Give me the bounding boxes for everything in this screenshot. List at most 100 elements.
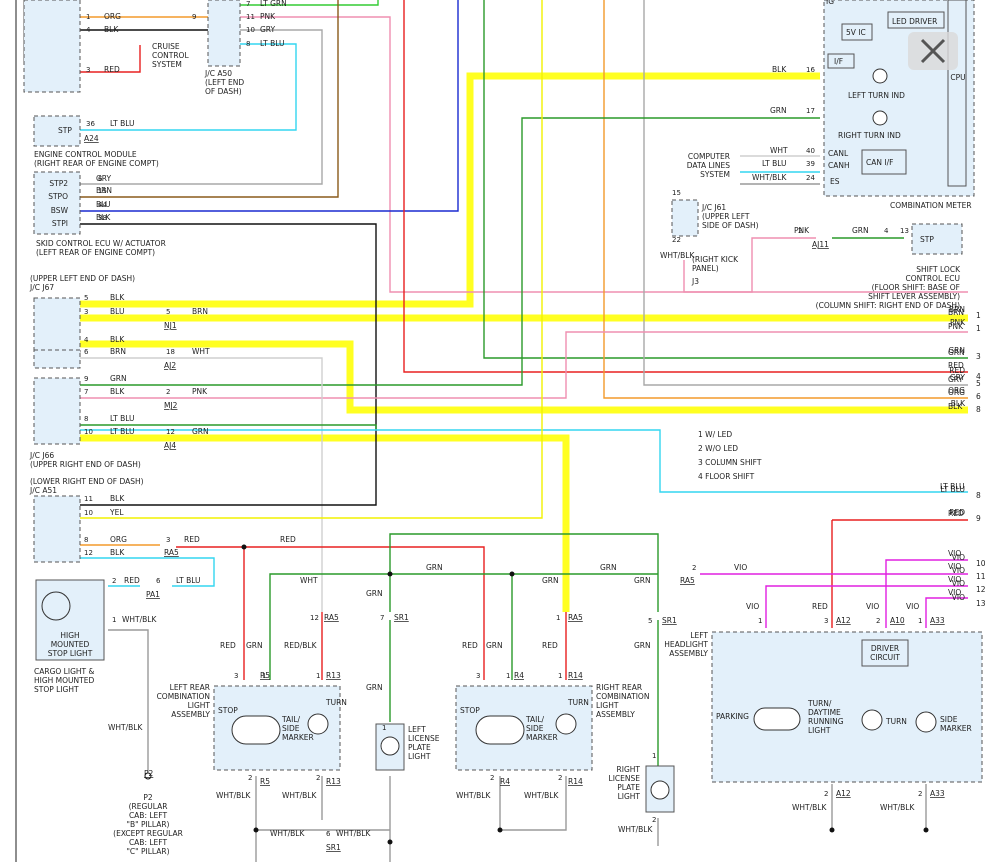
lhl-label-line: HEADLIGHT <box>664 640 708 649</box>
tdrl-label-line: DAYTIME <box>808 708 841 717</box>
llpl-label-line: LEFT <box>408 725 426 734</box>
junction-dot <box>387 571 393 577</box>
pin-number: 7 <box>246 0 250 8</box>
pin-number: 2 <box>824 790 828 798</box>
rkp-label-line: (RIGHT KICK <box>692 255 739 264</box>
ecm-label-line: (RIGHT REAR OF ENGINE COMPT) <box>34 159 159 168</box>
ja50-label-line: OF DASH) <box>205 87 242 96</box>
wire-grn-j66 <box>80 424 377 430</box>
j3-label: J3 <box>691 277 699 286</box>
stop-label: STOP <box>460 706 480 715</box>
led-driver-label: LED DRIVER <box>892 17 937 26</box>
wire-pnk-top <box>240 16 968 293</box>
output-wire-label: BLK <box>951 399 966 408</box>
j67-label-line: (UPPER LEFT END OF DASH) <box>30 274 135 283</box>
wire-label: WHT/BLK <box>660 251 695 260</box>
wire-grn-loop <box>389 533 659 612</box>
cpu-box <box>947 0 967 187</box>
pin-number: 17 <box>806 107 815 115</box>
left-turn-ind-icon <box>872 68 888 84</box>
ground-p2-icon <box>144 772 152 780</box>
if-box <box>827 53 855 69</box>
wire-wht-aj2 <box>80 357 323 612</box>
ja50-label-line: (LEFT END <box>205 78 244 87</box>
pin-number: 6 <box>98 175 103 183</box>
wire-label: WHT/BLK <box>618 825 653 834</box>
highlight-blk-16 <box>36 72 820 308</box>
connector-r5: R5 <box>260 777 270 786</box>
j61-label-line: (UPPER LEFT <box>702 212 750 221</box>
rlpl-bulb-icon <box>650 780 670 800</box>
wire-label: GRN <box>426 563 443 572</box>
hmsl-box <box>35 579 105 661</box>
wire-label: GRY <box>260 25 276 34</box>
j67-label-line: J/C J67 <box>29 283 54 292</box>
pin-number: 8 <box>246 40 250 48</box>
wire-label: GRN <box>246 641 263 650</box>
parking-label: PARKING <box>716 712 749 721</box>
lhl-label-line: ASSEMBLY <box>669 649 708 658</box>
wire-grn-17 <box>80 117 820 386</box>
wire-label: GRN <box>852 226 869 235</box>
pin-number: 12 <box>310 614 319 622</box>
connector-ra5: RA5 <box>680 576 695 585</box>
pin-number: 15 <box>98 187 107 195</box>
output-wire-label: GRN <box>948 346 965 355</box>
turn-led-icon <box>861 709 883 731</box>
ig-label: IG <box>826 0 834 6</box>
llpl-label-line: PLATE <box>408 743 431 752</box>
wire-label: LT BLU <box>110 427 135 436</box>
turn-label: TURN <box>325 698 347 707</box>
rrcl-label-line: LIGHT <box>596 701 619 710</box>
wire-label: BRN <box>110 347 126 356</box>
wire-whtblk-gnd1 <box>255 776 390 831</box>
wire-label: WHT/BLK <box>752 173 787 182</box>
wire-label: WHT <box>192 347 210 356</box>
rlpl-label-line: LICENSE <box>609 774 641 783</box>
tail-side-label-line: TAIL/ <box>281 715 301 724</box>
pin-number: 2 <box>316 774 320 782</box>
pin-number: 1 <box>112 616 116 624</box>
p2-label-line: CAB: LEFT <box>129 811 168 820</box>
wire-label: GRN <box>948 348 965 357</box>
output-wire-label: VIO <box>952 579 965 588</box>
side-marker-label-line: SIDE <box>940 715 958 724</box>
wire-label: RED <box>280 535 296 544</box>
connector-mj2: MJ2 <box>164 401 178 410</box>
lamps <box>41 68 937 800</box>
pin-number: 3 <box>476 672 480 680</box>
wire-vio-11 <box>765 585 968 628</box>
pin-number: 4 <box>884 227 889 235</box>
wire-label: LT BLU <box>110 119 135 128</box>
wire-label: BLK <box>110 494 125 503</box>
junction-dot <box>923 827 929 833</box>
output-number: 9 <box>976 514 981 523</box>
wire-label: GRY <box>948 375 964 384</box>
wire-label: WHT <box>770 146 788 155</box>
connector-a24: A24 <box>84 134 99 143</box>
wire-label: ORG <box>948 388 965 397</box>
rlpl-label-line: RIGHT <box>617 765 641 774</box>
close-icon[interactable] <box>908 32 958 70</box>
cruise-switch-box <box>23 0 81 93</box>
cdls-label-line: SYSTEM <box>700 170 730 179</box>
pin-number: 5 <box>648 617 652 625</box>
j61-box <box>671 199 699 237</box>
ja50-label-line: J/C A50 <box>204 69 232 78</box>
wire-label: GRN <box>634 576 651 585</box>
lrcl-label-line: LEFT REAR <box>170 683 210 692</box>
junction-dot <box>497 827 503 833</box>
tail-side-label-line: SIDE <box>526 724 544 733</box>
highlight-blk-8 <box>36 340 968 414</box>
legend-item: 2 W/O LED <box>698 444 738 453</box>
wire-label: ORG <box>110 535 127 544</box>
output-wire-label: VIO <box>952 566 965 575</box>
junction-dots <box>144 544 929 845</box>
canif-box <box>861 149 907 175</box>
sle-label-line: SHIFT LOCK <box>916 265 961 274</box>
output-wire-label: RED <box>949 508 965 517</box>
wire-label: PNK <box>794 226 810 235</box>
pin-number: 10 <box>84 509 93 517</box>
